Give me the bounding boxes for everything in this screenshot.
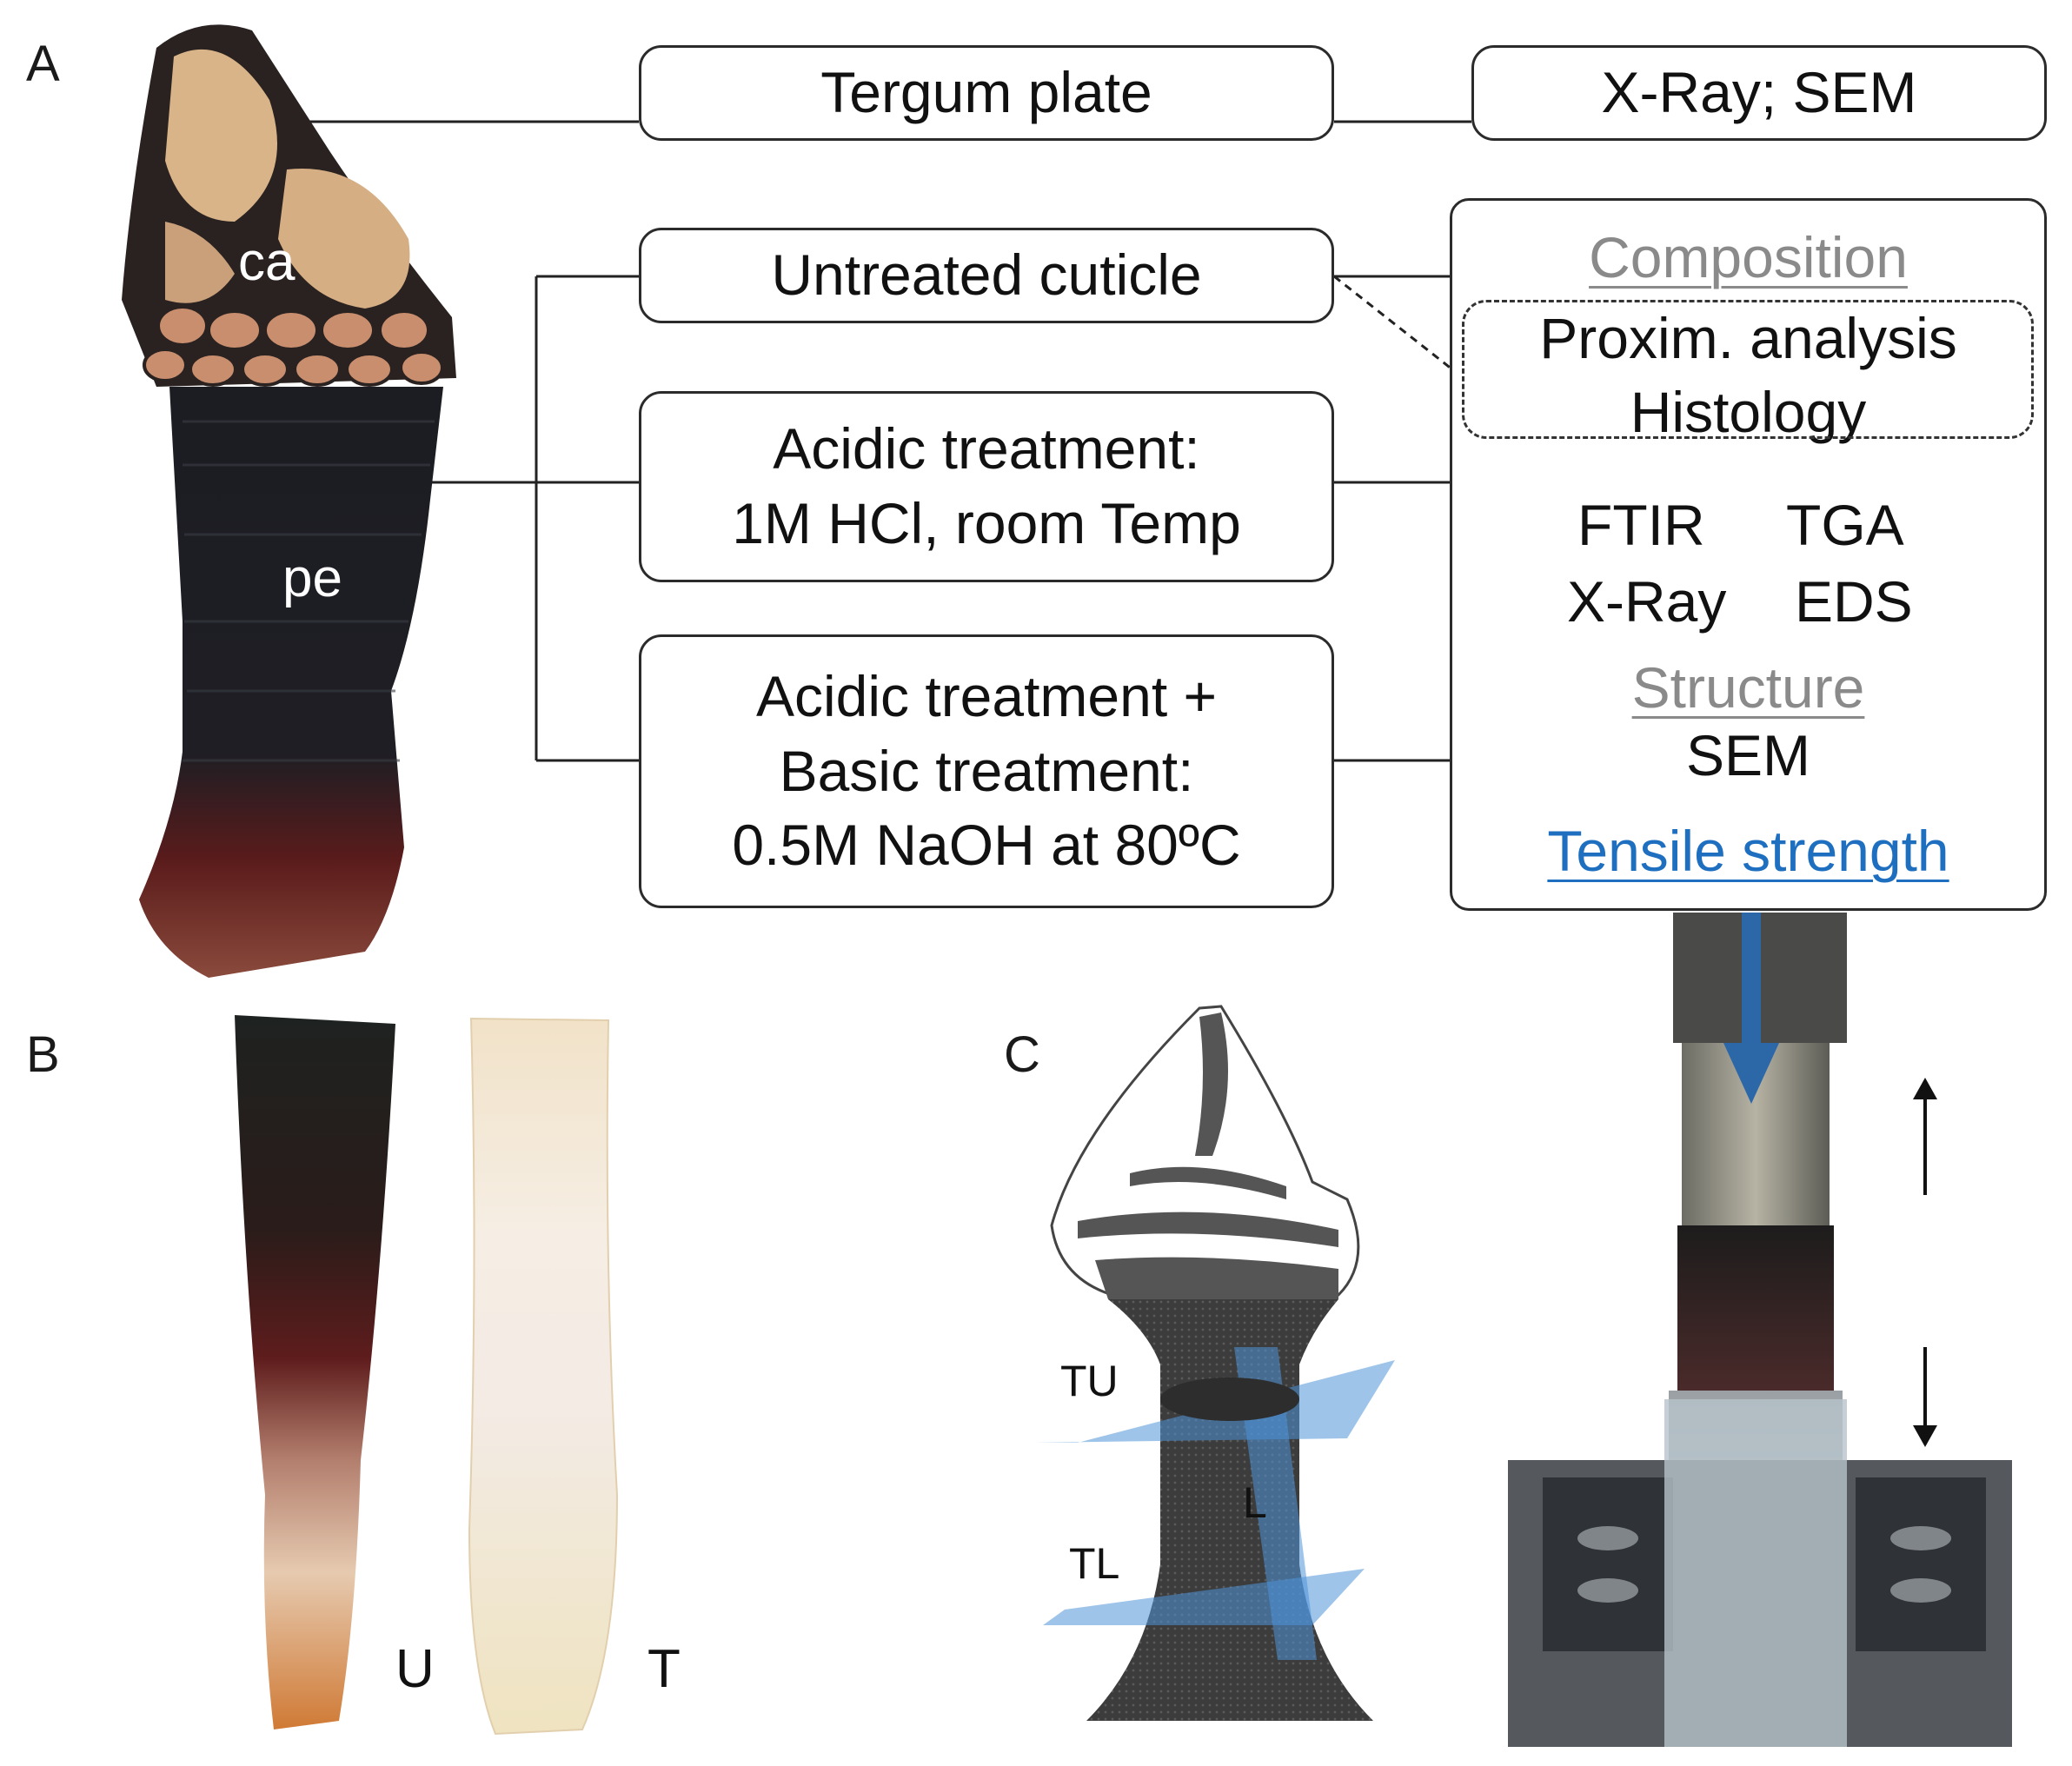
tergum-plate-text: Tergum plate (820, 60, 1152, 125)
tensile-strength-link[interactable]: Tensile strength (1547, 819, 1949, 883)
panel-letter-c: C (1004, 1026, 1040, 1083)
untreated-cuticle-box: Untreated cuticle (639, 228, 1334, 323)
plane-upper-transverse (1034, 1360, 1395, 1443)
up-arrow-head (1913, 1078, 1937, 1099)
down-arrow-head (1913, 1425, 1937, 1447)
acid-basic-line-3: 0.5M NaOH at 80ºC (732, 813, 1241, 878)
xray-text: X-Ray (1567, 569, 1727, 634)
section-ellipse-upper (1160, 1378, 1299, 1421)
section-label-tu: TU (1060, 1357, 1119, 1405)
acid-basic-line-1: Acidic treatment + (755, 663, 1218, 728)
panel-letter-a: A (26, 36, 60, 92)
tergum-methods-text: X-Ray; SEM (1601, 60, 1917, 125)
treated-strip (468, 1017, 619, 1736)
composition-heading: Composition (1589, 225, 1908, 289)
acidic-treatment-box: Acidic treatment: 1M HCl, room Temp (639, 391, 1334, 582)
peduncle-shape (139, 387, 443, 978)
panel-letter-b: B (26, 1026, 60, 1083)
untreated-cuticle-text: Untreated cuticle (771, 242, 1202, 308)
dashed-histology-group (1462, 300, 2034, 439)
capitulum-label: ca (238, 232, 296, 292)
section-label-l: L (1243, 1478, 1267, 1527)
tensile-test-photo (1508, 913, 2012, 1747)
analysis-box: Composition Proxim. analysis Histology F… (1450, 198, 2047, 911)
tga-text: TGA (1786, 493, 1904, 557)
untreated-strip (235, 1015, 395, 1729)
acid-basic-treatment-box: Acidic treatment + Basic treatment: 0.5M… (639, 634, 1334, 908)
acid-basic-line-2: Basic treatment: (779, 738, 1194, 803)
peduncle-body (1086, 1299, 1373, 1721)
treated-sample-label: T (648, 1639, 681, 1699)
eds-text: EDS (1795, 569, 1913, 634)
untreated-to-proxim (1333, 275, 1470, 384)
tergum-plate-shape (165, 49, 277, 222)
proxim-analysis-text: Proxim. analysis (1539, 306, 1957, 370)
peduncle-label: pe (282, 548, 342, 608)
clamped-sample (1677, 1225, 1834, 1391)
sem-text: SEM (1685, 723, 1811, 787)
barnacle-photo (122, 24, 456, 978)
ftir-text: FTIR (1577, 493, 1705, 557)
histology-text: Histology (1630, 380, 1867, 444)
untreated-sample-label: U (395, 1639, 435, 1699)
section-schematic (1034, 1005, 1395, 1721)
plane-longitudinal (1234, 1347, 1317, 1660)
acidic-line-2: 1M HCl, room Temp (732, 491, 1241, 555)
section-label-tl: TL (1069, 1539, 1120, 1588)
structure-heading: Structure (1631, 655, 1865, 720)
tergum-plate-box: Tergum plate (639, 45, 1334, 141)
capitulum-plates-dark (1078, 1012, 1338, 1299)
tergum-methods-box: X-Ray; SEM (1471, 45, 2047, 141)
acidic-line-1: Acidic treatment: (773, 416, 1200, 481)
sample-strips-photo (235, 1015, 619, 1736)
blue-arrow-head (1723, 1043, 1779, 1104)
